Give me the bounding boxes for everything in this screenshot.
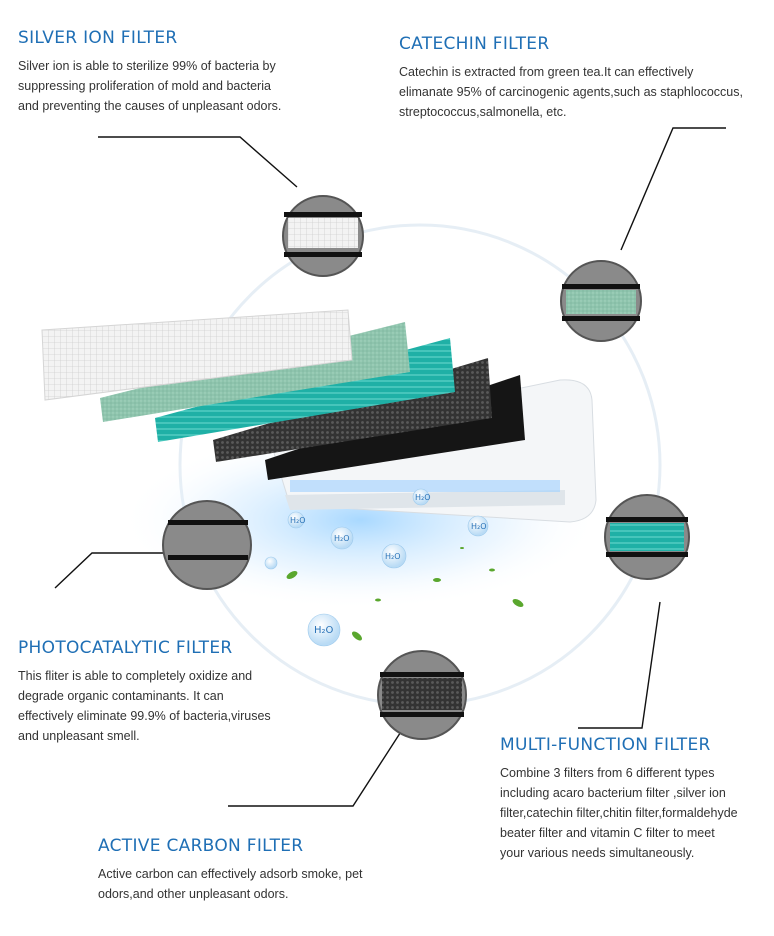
silver-ion-block: SILVER ION FILTER Silver ion is able to … [18,28,288,116]
multi-function-title: MULTI-FUNCTION FILTER [500,735,711,755]
photocatalytic-text: This fliter is able to completely oxidiz… [18,669,271,743]
silver-ion-text: Silver ion is able to sterilize 99% of b… [18,59,282,113]
zoom-circle-multi-function [604,494,690,580]
zoom-circle-photocatalytic [162,500,252,590]
svg-text:H₂O: H₂O [415,493,431,502]
photocatalytic-title: PHOTOCATALYTIC FILTER [18,638,233,658]
svg-text:H₂O: H₂O [314,625,334,636]
svg-text:H₂O: H₂O [334,534,350,543]
multi-function-block: MULTI-FUNCTION FILTER Combine 3 filters … [500,735,740,863]
svg-text:H₂O: H₂O [290,516,306,525]
catechin-title: CATECHIN FILTER [399,34,550,54]
svg-text:H₂O: H₂O [471,522,487,531]
catechin-block: CATECHIN FILTER Catechin is extracted fr… [399,34,744,122]
active-carbon-title: ACTIVE CARBON FILTER [98,836,304,856]
white-filter-layer [41,309,353,401]
active-carbon-text: Active carbon can effectively adsorb smo… [98,867,363,901]
photocatalytic-block: PHOTOCATALYTIC FILTER This fliter is abl… [18,638,276,746]
green-leaves [286,547,524,641]
svg-text:H₂O: H₂O [385,552,401,561]
zoom-circle-catechin [560,260,642,342]
zoom-circle-active-carbon [377,650,467,740]
silver-ion-title: SILVER ION FILTER [18,28,178,48]
zoom-circle-silver-ion [282,195,364,277]
water-bubbles: H₂O H₂O H₂O H₂O H₂O H₂O [264,488,489,647]
leader-lines [54,127,726,807]
catechin-text: Catechin is extracted from green tea.It … [399,65,743,119]
active-carbon-block: ACTIVE CARBON FILTER Active carbon can e… [98,836,368,904]
multi-function-text: Combine 3 filters from 6 different types… [500,766,738,860]
